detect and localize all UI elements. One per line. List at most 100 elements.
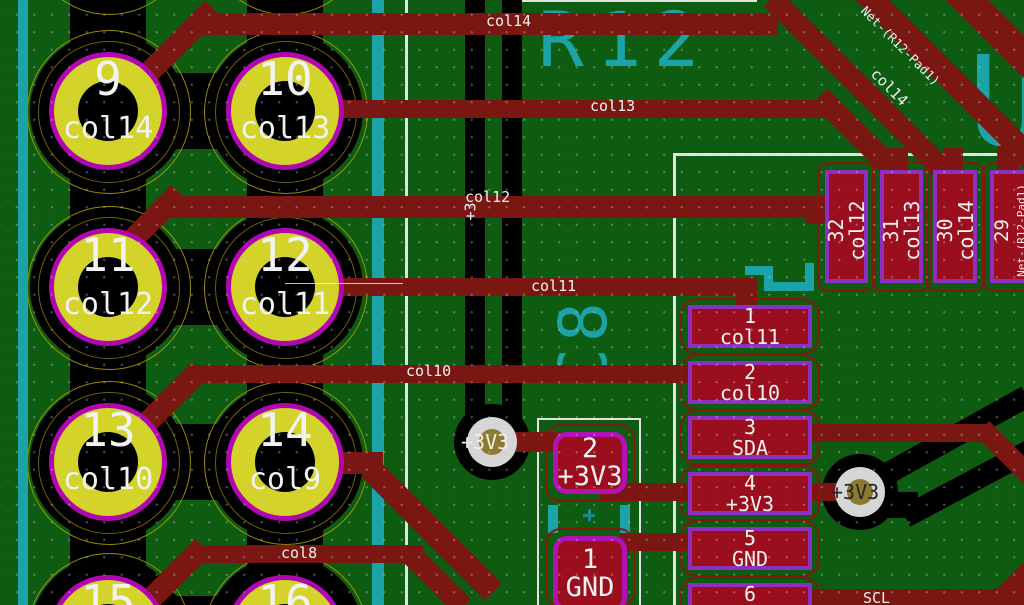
silk-step-b <box>764 266 773 291</box>
pad-courtyard <box>680 576 820 605</box>
silk-bar-mid <box>372 0 384 605</box>
via-3v3-right-hole <box>847 479 873 505</box>
pad-net: col10 <box>62 462 154 497</box>
th-pad-12[interactable]: 12 col11 <box>226 228 344 346</box>
pad-number: 2 <box>581 433 599 464</box>
netlabel-3v3-vertical: +3 <box>461 202 480 221</box>
silk-step-c <box>764 282 814 291</box>
smd-pad-3[interactable]: 3 SDA <box>688 416 812 459</box>
pad-net: col10 <box>719 380 781 405</box>
connector-outline-top <box>673 153 1024 156</box>
smd-pad-6[interactable]: 6 SCL <box>688 583 812 605</box>
pad-annulus <box>49 228 167 346</box>
via-3v3-left-hole <box>479 429 505 455</box>
clearance-row-4 <box>108 596 285 605</box>
pad-number: 2 <box>743 359 757 384</box>
trace-scl[interactable] <box>806 589 1024 605</box>
pad-courtyard <box>680 520 820 577</box>
pad-number: 15 <box>80 575 136 605</box>
r12-outline-bottom <box>515 0 757 2</box>
silk-step-a <box>745 266 773 275</box>
pad-number: 1 <box>743 303 757 328</box>
fab-line-vertical <box>405 0 408 605</box>
trace-col13[interactable] <box>343 100 833 118</box>
pad-hole <box>78 81 138 141</box>
pad-courtyard <box>545 528 635 605</box>
netlabel-col13: col13 <box>590 97 636 115</box>
pad-number: 4 <box>743 470 757 495</box>
smd-pad-5[interactable]: 5 GND <box>688 527 812 570</box>
pad-net: col12 <box>62 287 154 322</box>
pad-number: 12 <box>257 228 313 282</box>
trace-col11[interactable] <box>340 278 757 296</box>
pad-courtyard <box>680 298 820 355</box>
th-pad-14[interactable]: 14 col9 <box>226 403 344 521</box>
pad-number: 6 <box>743 581 757 605</box>
pad-number: 1 <box>581 544 599 575</box>
th-pad-15[interactable]: 15 <box>49 575 167 605</box>
netlabel-col8: col8 <box>281 544 318 562</box>
pad-net: GND <box>565 572 615 603</box>
stub-pad29[interactable] <box>997 146 1019 174</box>
th-pad-9[interactable]: 9 col14 <box>49 52 167 170</box>
netlabel-scl: SCL <box>863 589 891 605</box>
th-pad-10[interactable]: 10 col13 <box>226 52 344 170</box>
fab-circle <box>38 41 180 183</box>
pad-net: col11 <box>719 324 781 349</box>
c8-silk-bar-right <box>620 505 630 533</box>
stub-pad30[interactable] <box>943 148 963 174</box>
fab-circle <box>38 392 180 534</box>
trace-gnd-c8-to-pad5[interactable] <box>620 533 692 551</box>
pad-courtyard <box>872 162 931 292</box>
c8-outline-right <box>639 418 641 605</box>
silk-step-d <box>805 263 814 291</box>
trace-col10[interactable] <box>190 365 690 383</box>
smd-pad-2[interactable]: 2 col10 <box>688 361 812 404</box>
smd-pad-1[interactable]: 1 col11 <box>688 305 812 348</box>
via-label-3v3-right: +3V3 <box>831 480 880 504</box>
netlabel-col11: col11 <box>531 277 577 295</box>
smd-pad-30[interactable]: 30 col14 <box>933 170 978 283</box>
pad-number: 3 <box>743 414 757 439</box>
smd-pad-32[interactable]: 32 col12 <box>824 170 869 283</box>
th-pad-11[interactable]: 11 col12 <box>49 228 167 346</box>
pad-hole <box>78 432 138 492</box>
pad-hole <box>255 257 315 317</box>
pad-courtyard <box>680 354 820 411</box>
pad-courtyard <box>680 465 820 522</box>
pad-net: SDA <box>731 435 769 460</box>
c8-pad-2[interactable]: 2 +3V3 <box>553 432 627 494</box>
pad-annulus <box>226 403 344 521</box>
pad-hole <box>78 257 138 317</box>
stub-pad31[interactable] <box>888 148 908 174</box>
pad-net: col11 <box>239 287 331 322</box>
trace-col8[interactable] <box>193 545 423 563</box>
silk-bar-left <box>18 0 28 605</box>
smd-pad-29[interactable]: 29 Net-(R12-Pad1) <box>990 170 1024 283</box>
trace-sda[interactable] <box>808 424 992 442</box>
netlabel-col10: col10 <box>406 362 452 380</box>
th-pad-16[interactable]: 16 <box>226 575 344 605</box>
ratsnest-line <box>285 283 403 285</box>
pad-number: 11 <box>80 228 136 282</box>
netlabel-col14: col14 <box>486 12 532 30</box>
pad-number: 16 <box>257 575 313 605</box>
th-pad-13[interactable]: 13 col10 <box>49 403 167 521</box>
c8-silk-bar-left <box>548 505 558 533</box>
c8-outline-top <box>537 418 641 420</box>
pad-net: +3V3 <box>725 491 775 516</box>
smd-pad-31[interactable]: 31 col13 <box>879 170 924 283</box>
pad-number: 14 <box>257 403 313 457</box>
trace-col14[interactable] <box>200 13 778 35</box>
refdes-c8[interactable]: C8 <box>545 296 622 388</box>
fab-circle <box>38 217 180 359</box>
c8-pad-1[interactable]: 1 GND <box>553 536 627 605</box>
trace-col12[interactable] <box>165 196 828 218</box>
smd-pad-4[interactable]: 4 +3V3 <box>688 472 812 515</box>
pad-hole <box>255 81 315 141</box>
pad-net: col13 <box>239 111 331 146</box>
via-label-3v3-left: +3V3 <box>461 430 510 454</box>
pad-net: col14 <box>62 111 154 146</box>
netlabel-col12: col12 <box>465 188 511 206</box>
